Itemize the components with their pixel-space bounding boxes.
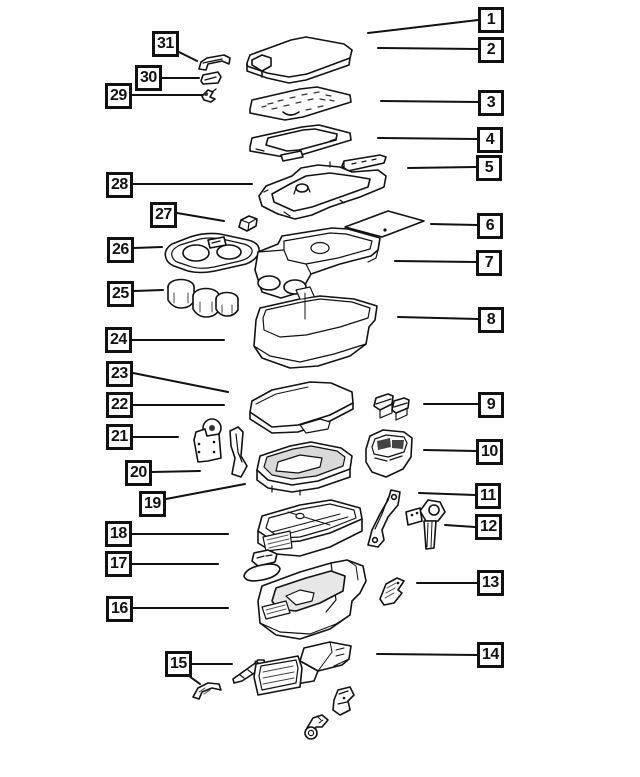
leader-line-11: [419, 493, 475, 495]
leader-line-12: [445, 525, 475, 527]
part-hinge-bracket-right: [406, 500, 445, 549]
callout-box-8[interactable]: 8: [478, 307, 504, 333]
part-hinge-arm: [368, 490, 400, 547]
leader-line-3: [381, 101, 478, 102]
callout-box-6[interactable]: 6: [477, 213, 503, 239]
leader-line-25: [134, 290, 163, 291]
leader-line-1: [368, 20, 478, 33]
callout-box-4[interactable]: 4: [477, 127, 503, 153]
part-storage-tray: [257, 442, 352, 495]
leader-line-10: [424, 450, 476, 451]
callout-box-20[interactable]: 20: [125, 460, 152, 486]
part-hinge-bracket-left: [194, 419, 247, 477]
callout-box-12[interactable]: 12: [475, 514, 502, 540]
part-seat-base: [258, 560, 366, 639]
callout-box-29[interactable]: 29: [105, 83, 132, 109]
part-support-bracket: [380, 578, 404, 605]
part-duct-bracket: [333, 687, 354, 715]
leader-line-27: [177, 213, 224, 221]
part-tray-frame: [250, 125, 351, 161]
part-cupholder-tray: [165, 233, 259, 272]
leader-line-26: [134, 247, 162, 248]
callout-box-25[interactable]: 25: [107, 281, 134, 307]
callout-box-5[interactable]: 5: [476, 155, 502, 181]
part-latch-housing: [366, 430, 412, 477]
part-pull-strap: [193, 683, 221, 699]
part-connector-block: [239, 216, 257, 231]
leader-line-19: [166, 484, 245, 499]
callout-box-19[interactable]: 19: [139, 491, 166, 517]
part-console-lid: [247, 37, 352, 83]
leader-line-14: [377, 654, 477, 655]
part-striker: [202, 89, 216, 102]
leader-line-23: [133, 373, 228, 392]
callout-box-21[interactable]: 21: [106, 424, 133, 450]
callout-box-13[interactable]: 13: [477, 570, 504, 596]
callout-box-14[interactable]: 14: [477, 642, 504, 668]
callout-box-23[interactable]: 23: [106, 361, 133, 387]
leader-line-2: [378, 48, 478, 49]
leader-line-7: [395, 261, 476, 262]
leader-line-20: [152, 471, 200, 472]
part-latch-knobs: [374, 394, 409, 420]
callout-box-28[interactable]: 28: [106, 172, 133, 198]
part-storage-bin-lower: [254, 287, 377, 368]
part-support-frame: [259, 162, 386, 219]
part-air-duct: [254, 642, 351, 695]
callout-box-26[interactable]: 26: [107, 237, 134, 263]
part-latch-bezel: [201, 72, 221, 84]
callout-box-22[interactable]: 22: [106, 392, 133, 418]
part-armrest-lid: [250, 382, 353, 433]
callout-box-9[interactable]: 9: [478, 392, 504, 418]
callout-box-2[interactable]: 2: [478, 37, 504, 63]
callout-box-15[interactable]: 15: [165, 651, 192, 677]
leader-line-8: [398, 317, 478, 319]
part-liner-mat: [345, 211, 424, 237]
callout-box-16[interactable]: 16: [106, 596, 133, 622]
part-bumper-pad: [244, 550, 280, 581]
part-retainer-clip: [305, 715, 328, 739]
leader-line-6: [431, 224, 477, 225]
callout-box-24[interactable]: 24: [105, 327, 132, 353]
callout-box-30[interactable]: 30: [135, 65, 162, 91]
leader-line-31: [179, 52, 197, 61]
callout-box-17[interactable]: 17: [105, 551, 132, 577]
callout-box-27[interactable]: 27: [150, 202, 177, 228]
leader-line-5: [408, 167, 476, 168]
leader-line-15: [189, 676, 200, 684]
leader-line-4: [378, 138, 477, 139]
callout-box-18[interactable]: 18: [105, 521, 132, 547]
callout-box-3[interactable]: 3: [478, 90, 504, 116]
callout-box-7[interactable]: 7: [476, 250, 502, 276]
part-hinge-rail: [342, 155, 386, 171]
leader-lines: [132, 20, 478, 684]
callout-box-10[interactable]: 10: [476, 439, 503, 465]
part-latch-handle: [199, 55, 230, 70]
part-seat-frame: [258, 500, 362, 556]
callout-box-11[interactable]: 11: [475, 483, 501, 509]
part-storage-bin-upper: [255, 228, 380, 298]
part-cupholder-liner: [168, 280, 238, 318]
callout-box-31[interactable]: 31: [152, 31, 179, 57]
callout-box-1[interactable]: 1: [478, 7, 504, 33]
part-liner-plate: [250, 87, 351, 120]
